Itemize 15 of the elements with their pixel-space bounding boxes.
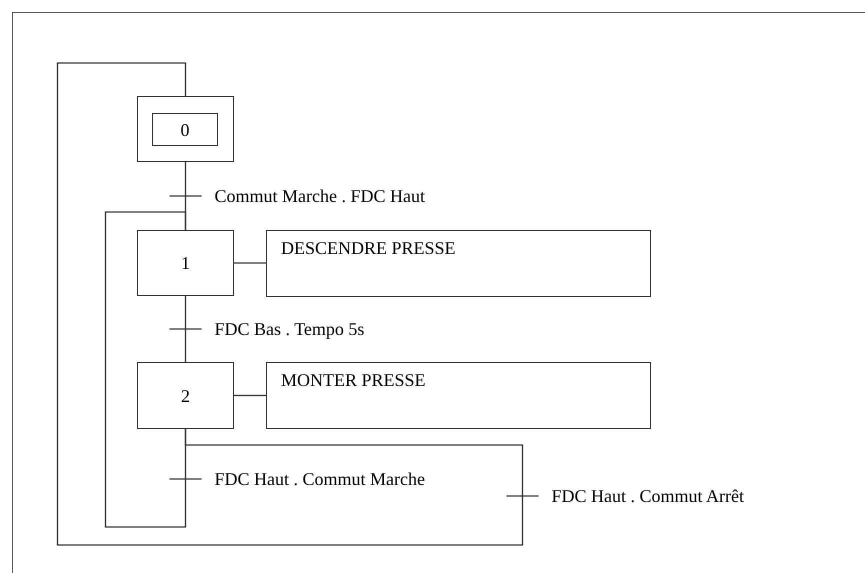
connector-line [104, 211, 186, 528]
action-box: MONTER PRESSE [266, 362, 651, 429]
connector-line [234, 394, 266, 396]
transition-condition: FDC Haut . Commut Marche [214, 469, 425, 489]
connector-line [234, 262, 266, 264]
step-box: 1 [137, 230, 234, 296]
step-box: 2 [137, 362, 234, 429]
initial-step-box [137, 96, 234, 162]
initial-step-inner-box: 0 [152, 113, 218, 146]
connector-line [56, 62, 524, 546]
transition-condition: Commut Marche . FDC Haut [214, 186, 425, 206]
transition-condition: FDC Haut . Commut Arrêt [552, 486, 744, 506]
transition-condition: FDC Bas . Tempo 5s [214, 319, 364, 339]
connector-line [184, 296, 186, 362]
action-box: DESCENDRE PRESSE [266, 230, 651, 297]
